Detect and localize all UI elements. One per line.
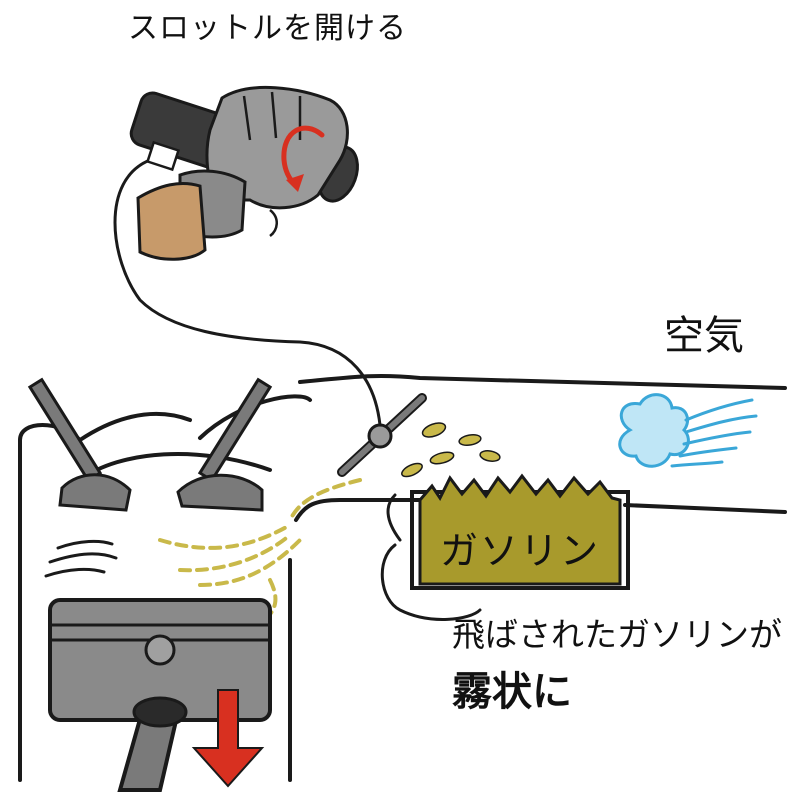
gasoline-drops: [401, 422, 501, 478]
gasoline-label: ガソリン: [440, 529, 601, 573]
swirl-lines: [44, 539, 118, 578]
intake-valve: [27, 377, 132, 512]
gasoline-pool: [418, 473, 622, 586]
note-line-2: 霧状に: [452, 669, 572, 715]
note-line-1: 飛ばされたガソリンが: [452, 615, 782, 654]
air-label: 空気: [664, 313, 744, 359]
air-flow-icon: [618, 393, 758, 468]
down-arrow-icon: [191, 689, 265, 788]
throttle-label: スロットルを開ける: [128, 11, 407, 46]
intake-tube: [294, 373, 787, 522]
throttle-cable: [113, 158, 482, 621]
connecting-rod: [117, 696, 188, 792]
float-chamber: [410, 473, 630, 590]
rotate-arrow-icon: [281, 125, 325, 192]
throttle-valve: [337, 393, 427, 477]
throttle-hand-icon: [129, 86, 359, 261]
piston: [48, 598, 272, 722]
exhaust-valve: [176, 377, 273, 512]
